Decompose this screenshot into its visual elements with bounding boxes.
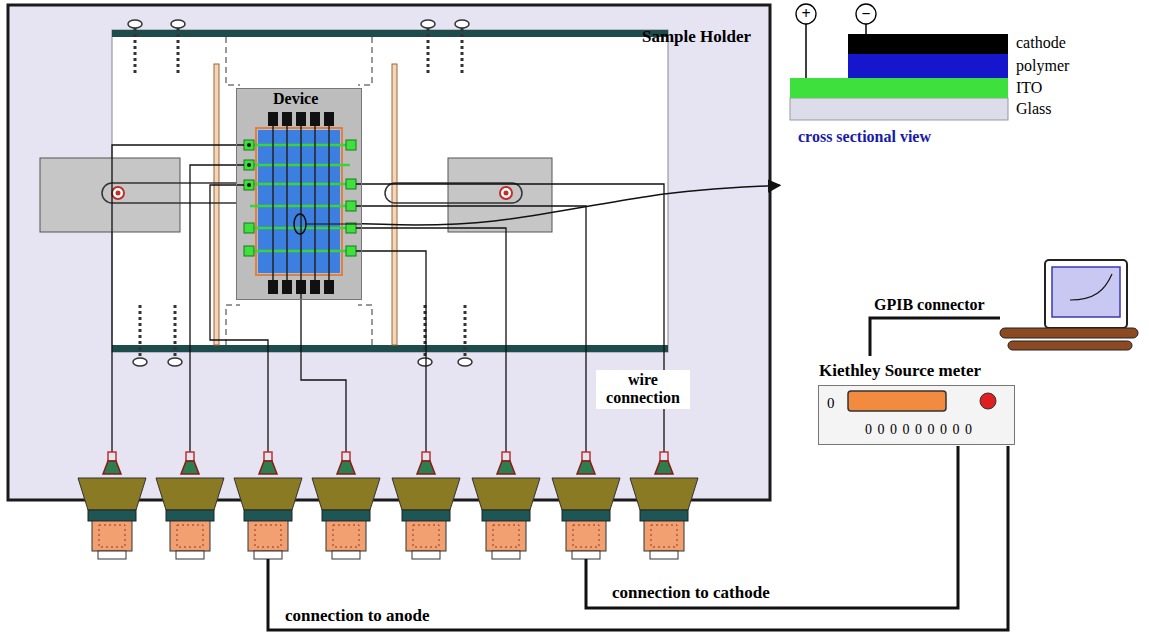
wire-note: wire connection — [596, 370, 690, 409]
layer-name: cathode — [1016, 34, 1066, 52]
node-title: Sample Holder — [642, 27, 751, 47]
wire-note: connection to anode — [285, 606, 430, 626]
layer-name: Glass — [1016, 100, 1052, 118]
node-title: cross sectional view — [798, 128, 931, 146]
wire-note: connection to cathode — [612, 583, 770, 603]
cross-section-view: cross sectional view — [780, 2, 1080, 192]
terminal-sign: − — [861, 5, 870, 23]
node-title: Device — [273, 90, 318, 108]
layer-name: ITO — [1016, 79, 1042, 97]
section-arrow — [362, 185, 780, 225]
connector-name: GPIB connector — [874, 296, 985, 314]
node-title: Kiethley Source meter — [819, 361, 981, 381]
source-meter-box: Kiethley Source meter00 0 0 0 0 0 0 0 0 — [818, 385, 1015, 445]
layer-name: polymer — [1016, 57, 1069, 75]
terminal-sign: + — [801, 5, 810, 23]
meter-readout: 0 0 0 0 0 0 0 0 0 — [865, 422, 973, 438]
sample-holder-panel: Device Sample Holder — [8, 5, 770, 500]
device-chip: Device — [236, 88, 362, 300]
meter-readout: 0 — [827, 395, 835, 412]
